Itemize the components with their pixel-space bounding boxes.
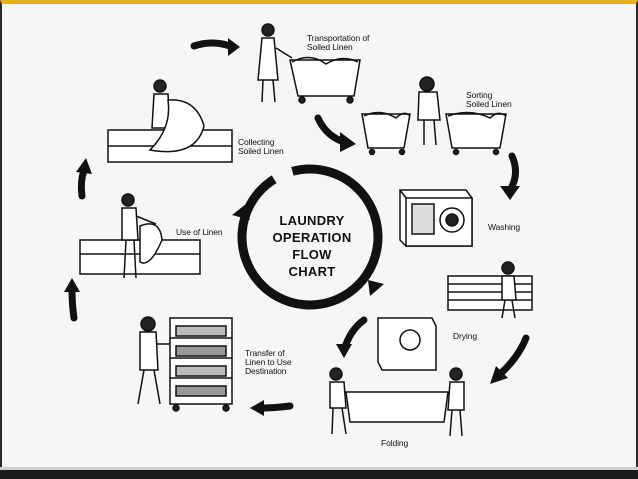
transfer-label: Transfer of Linen to Use Destination (245, 348, 292, 376)
press-illustration (377, 317, 437, 371)
collecting-illustration (107, 79, 233, 163)
sorting-illustration (361, 76, 507, 156)
chart-title: LAUNDRY OPERATION FLOW CHART (258, 212, 366, 280)
bottom-bar (0, 467, 638, 479)
use-of-linen-illustration (79, 193, 201, 279)
title-line-1: LAUNDRY (279, 213, 345, 228)
washing-label: Washing (488, 222, 521, 232)
use-of-linen-label: Use of Linen (176, 227, 223, 237)
transfer-illustration (137, 316, 233, 412)
folding-label: Folding (381, 438, 409, 448)
transportation-label: Transportation of Soiled Linen (307, 33, 370, 52)
flow-arrowheads (64, 38, 520, 416)
title-line-2: OPERATION (272, 230, 352, 245)
drying-illustration (447, 261, 533, 319)
title-line-4: CHART (288, 264, 336, 279)
center-cycle-circle (232, 164, 384, 310)
drying-label: Drying (453, 331, 477, 341)
collecting-label: Collecting Soiled Linen (238, 137, 284, 156)
washing-machine-illustration (399, 189, 473, 247)
title-line-3: FLOW (292, 247, 332, 262)
transportation-illustration (257, 23, 361, 104)
sorting-label: Sorting Soiled Linen (466, 90, 512, 109)
folding-illustration (329, 367, 465, 437)
